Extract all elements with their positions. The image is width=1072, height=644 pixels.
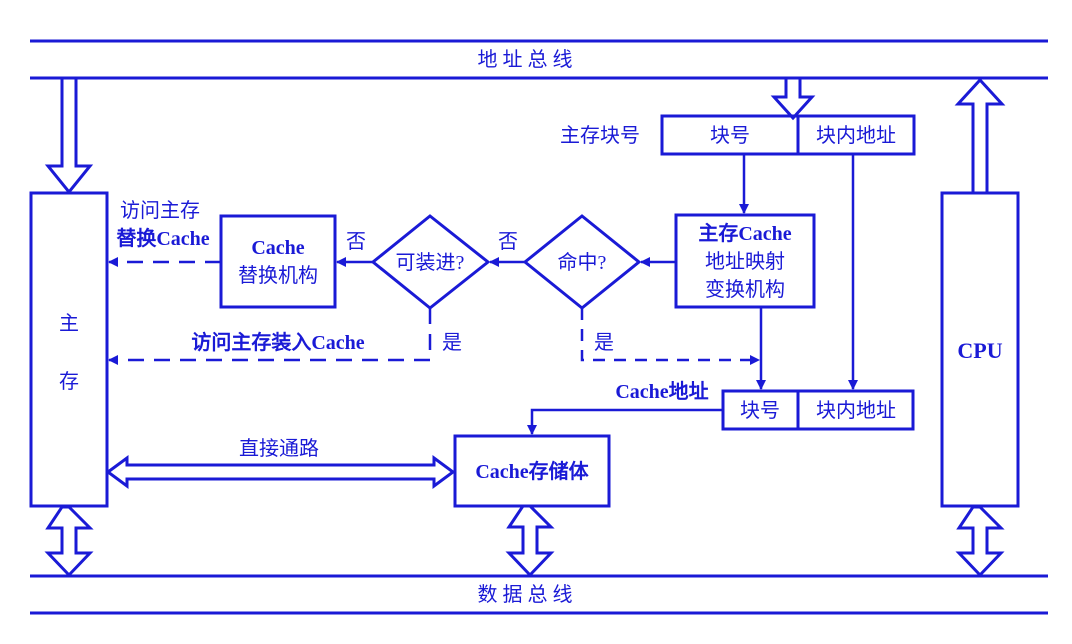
diagram	[29, 39, 1048, 615]
access-load-label: 访问主存装入Cache	[191, 330, 364, 354]
direct-path-label: 直接通路	[239, 437, 319, 460]
cache-storage-box	[453, 434, 611, 508]
mapping-unit-line-1: 主存Cache	[698, 221, 791, 245]
cpu-label: CPU	[957, 338, 1002, 363]
direct-path-arrow	[105, 455, 456, 489]
main-offset-field: 块内地址	[816, 124, 896, 147]
load-yes-label: 是	[442, 332, 462, 354]
main-block-field: 块号	[710, 124, 750, 147]
addr-to-memory-arrow	[44, 79, 94, 195]
memory-data-bus-arrow	[44, 505, 94, 578]
hit-decision-label: 命中?	[558, 251, 607, 274]
load-no-label: 否	[346, 231, 366, 253]
cache-address-label: Cache地址	[615, 380, 708, 403]
load-decision-label: 可装进?	[396, 251, 465, 274]
main-memory-char-2: 存	[59, 370, 79, 393]
replacement-unit-line-2: 替换机构	[238, 264, 318, 287]
access-replace-label-1: 访问主存	[120, 199, 200, 222]
main-memory-char-1: 主	[59, 312, 79, 335]
main-address-register	[660, 114, 916, 156]
replacement-unit-box	[219, 214, 337, 309]
cache-offset-field: 块内地址	[816, 399, 896, 422]
cache-storage-label: Cache存储体	[475, 459, 589, 483]
hit-yes-dashed-arrow	[580, 308, 760, 365]
cache-data-bus-arrow	[505, 504, 555, 578]
main-memory-box	[29, 191, 109, 508]
cache-block-field: 块号	[740, 399, 780, 422]
mapping-unit-line-3: 变换机构	[705, 278, 785, 301]
data-bus-label: 数 据 总 线	[478, 583, 573, 606]
hit-yes-label: 是	[594, 332, 614, 354]
cpu-to-addr-arrow	[954, 77, 1006, 192]
replacement-unit-line-1: Cache	[251, 237, 304, 259]
hit-no-label: 否	[498, 231, 518, 253]
addr-to-register-arrow	[770, 79, 816, 121]
access-replace-label-2: 替换Cache	[116, 226, 209, 250]
mapping-unit-line-2: 地址映射	[705, 250, 785, 273]
address-bus-label: 地 址 总 线	[478, 48, 573, 71]
load-to-memory-dashed-arrow	[108, 308, 432, 365]
cpu-data-bus-arrow	[955, 505, 1005, 578]
cache-address-to-storage-arrow	[527, 408, 723, 435]
main-block-label: 主存块号	[560, 124, 640, 147]
